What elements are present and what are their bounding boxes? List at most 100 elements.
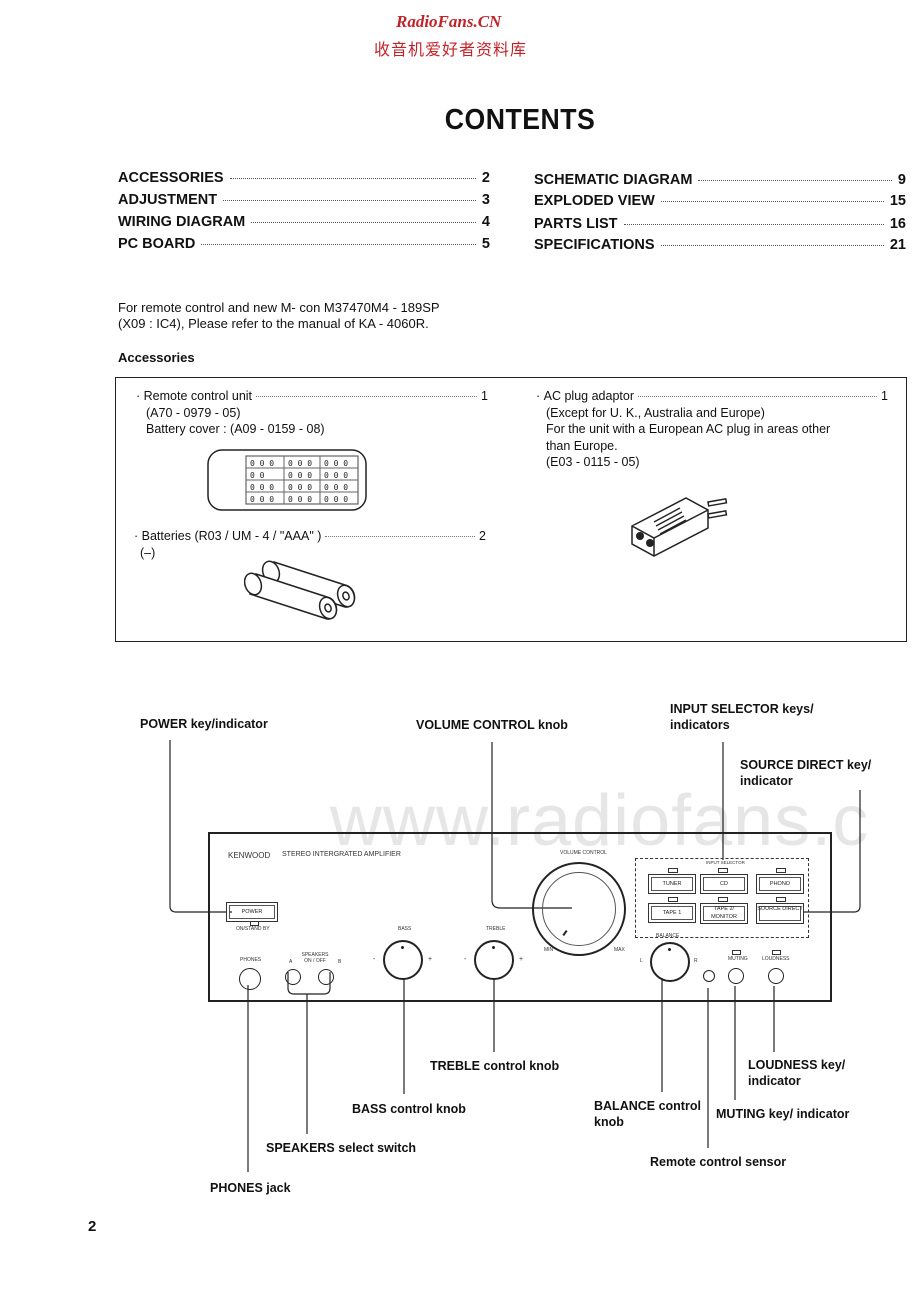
source-direct-indicator — [776, 897, 786, 902]
tuner-indicator — [668, 868, 678, 873]
toc-page: 4 — [481, 214, 490, 230]
batteries-name: Batteries (R03 / UM - 4 / "AAA" ) — [141, 529, 322, 543]
ac-plug-adaptor-illustration — [631, 497, 728, 557]
treble-minus: - — [464, 956, 467, 963]
callout-input-selector: INPUT SELECTOR keys/ indicators — [670, 701, 814, 733]
svg-text:0 0 0: 0 0 0 — [288, 459, 312, 468]
standby-label: ON/STAND BY — [236, 926, 270, 932]
svg-text:0 0: 0 0 — [250, 471, 265, 480]
toc-item[interactable]: ACCESSORIES 2 — [118, 170, 490, 186]
svg-text:0 0 0: 0 0 0 — [324, 471, 348, 480]
toc-page: 16 — [889, 216, 906, 232]
phono-button[interactable]: PHONO — [756, 874, 804, 894]
callout-line: knob — [594, 1115, 624, 1129]
remote-sensor — [703, 970, 715, 982]
speaker-a-label: A — [289, 959, 293, 965]
batteries-part: (–) — [140, 545, 156, 560]
cd-button[interactable]: CD — [700, 874, 748, 894]
toc-item[interactable]: EXPLODED VIEW 15 — [534, 193, 906, 209]
speaker-b-switch[interactable] — [318, 969, 334, 985]
treble-label: TREBLE — [486, 926, 506, 932]
toc-label: EXPLODED VIEW — [534, 193, 655, 209]
panel-model: STEREO INTERGRATED AMPLIFIER — [282, 851, 401, 858]
toc-label: PARTS LIST — [534, 216, 618, 232]
toc-page: 3 — [481, 192, 490, 208]
toc-item[interactable]: SPECIFICATIONS 21 — [534, 237, 906, 253]
watermark-site-cn: 收音机爱好者资料库 — [374, 40, 528, 59]
note-line: For remote control and new M- con M37470… — [118, 300, 440, 315]
svg-text:0 0 0: 0 0 0 — [288, 495, 312, 504]
callout-power: POWER key/indicator — [140, 717, 268, 731]
phones-jack[interactable] — [239, 968, 261, 990]
toc-page: 21 — [889, 237, 906, 253]
volume-max: MAX — [614, 947, 625, 953]
accessories-heading: Accessories — [118, 350, 195, 365]
input-selector-group — [635, 858, 809, 938]
speakers-label: SPEAKERS ON / OFF — [301, 952, 329, 964]
svg-text:0 0 0: 0 0 0 — [324, 483, 348, 492]
tape1-indicator — [668, 897, 678, 902]
panel-brand: KENWOOD — [228, 851, 271, 860]
callout-speakers: SPEAKERS select switch — [266, 1141, 417, 1155]
toc-item[interactable]: ADJUSTMENT 3 — [118, 192, 490, 208]
toc-label: ADJUSTMENT — [118, 192, 218, 208]
callout-muting: MUTING key/ indicator — [716, 1107, 850, 1121]
toc-item[interactable]: PARTS LIST 16 — [534, 216, 906, 232]
battery-cover: Battery cover : (A09 - 0159 - 08) — [146, 422, 325, 436]
batteries-illustration — [244, 560, 356, 620]
toc-page: 2 — [481, 170, 490, 186]
volume-knob[interactable] — [532, 862, 626, 956]
note-line: (X09 : IC4), Please refer to the manual … — [118, 316, 429, 331]
svg-text:0 0 0: 0 0 0 — [250, 495, 274, 504]
power-button[interactable]: POWER — [226, 902, 278, 922]
toc-label: ACCESSORIES — [118, 170, 224, 186]
treble-plus: + — [519, 956, 524, 963]
adaptor-qty: 1 — [881, 389, 888, 403]
callout-line: indicators — [670, 718, 730, 732]
toc-label: PC BOARD — [118, 236, 196, 252]
callout-line: BALANCE control — [594, 1099, 701, 1113]
svg-text:0 0 0: 0 0 0 — [250, 459, 274, 468]
cd-indicator — [718, 868, 728, 873]
callout-line: LOUDNESS key/ — [748, 1058, 846, 1072]
remote-part: (A70 - 0979 - 05) — [146, 405, 241, 420]
speaker-b-label: B — [338, 959, 342, 965]
tape2-monitor-button[interactable]: TAPE 2/ MONITOR — [700, 903, 748, 924]
page-title: CONTENTS — [444, 104, 596, 136]
adaptor-line1: (Except for U. K., Australia and Europe) — [546, 405, 765, 420]
source-direct-button[interactable]: SOURCE DIRECT — [756, 903, 804, 924]
amplifier-front-panel: KENWOOD STEREO INTERGRATED AMPLIFIER POW… — [208, 832, 832, 1002]
callout-balance: BALANCE control knob — [594, 1098, 701, 1130]
volume-min: MIN — [544, 947, 554, 953]
tuner-button[interactable]: TUNER — [648, 874, 696, 894]
callout-line: indicator — [740, 774, 793, 788]
toc-label: SPECIFICATIONS — [534, 237, 655, 253]
speaker-a-switch[interactable] — [285, 969, 301, 985]
note-text: For remote control and new M- con M37470… — [118, 300, 440, 332]
balance-l: L — [640, 958, 643, 964]
balance-knob[interactable] — [650, 942, 690, 982]
muting-label: MUTING — [728, 956, 748, 962]
leader-lines — [169, 740, 861, 1172]
muting-indicator — [732, 950, 741, 955]
loudness-indicator — [772, 950, 781, 955]
balance-r: R — [694, 958, 698, 964]
muting-button[interactable] — [728, 968, 744, 984]
input-selector-label: INPUT SELECTOR — [706, 860, 745, 865]
adaptor-part: (E03 - 0115 - 05) — [546, 455, 640, 469]
toc-page: 15 — [889, 193, 906, 209]
callout-line: INPUT SELECTOR keys/ — [670, 702, 814, 716]
loudness-button[interactable] — [768, 968, 784, 984]
bass-knob[interactable] — [383, 940, 423, 980]
svg-text:0 0 0: 0 0 0 — [250, 483, 274, 492]
tape1-button[interactable]: TAPE 1 — [648, 903, 696, 923]
svg-text:0 0 0: 0 0 0 — [288, 471, 312, 480]
callout-source-direct: SOURCE DIRECT key/ indicator — [740, 757, 871, 789]
callout-line: indicator — [748, 1074, 801, 1088]
treble-knob[interactable] — [474, 940, 514, 980]
